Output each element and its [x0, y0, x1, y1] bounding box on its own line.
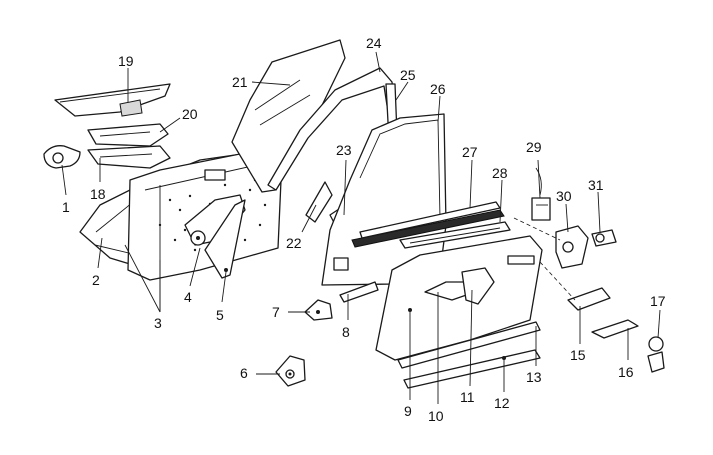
callout-22: 22 — [286, 235, 302, 251]
part-19-armrest — [54, 83, 171, 117]
callout-6: 6 — [240, 365, 248, 381]
callout-9: 9 — [404, 403, 412, 419]
callout-28: 28 — [492, 165, 508, 181]
callout-11: 11 — [460, 389, 475, 405]
callout-21: 21 — [232, 74, 248, 90]
callout-labels: 1 2 3 4 5 6 7 8 9 10 11 12 13 15 16 17 — [61, 35, 666, 424]
callout-4: 4 — [184, 289, 192, 305]
callout-29: 29 — [526, 139, 542, 155]
callout-16: 16 — [618, 364, 634, 380]
callout-5: 5 — [216, 307, 224, 323]
callout-19: 19 — [118, 53, 134, 69]
callout-7: 7 — [272, 304, 280, 320]
part-5-regulator-arm — [204, 199, 246, 279]
callout-30: 30 — [556, 188, 572, 204]
part-15-handle-mount — [567, 287, 611, 311]
callout-2: 2 — [92, 272, 100, 288]
callout-31: 31 — [588, 177, 604, 193]
callout-12: 12 — [494, 395, 510, 411]
callout-25: 25 — [400, 67, 416, 83]
callout-23: 23 — [336, 142, 352, 158]
callout-8: 8 — [342, 324, 350, 340]
part-28-belt-moulding — [399, 221, 511, 249]
callout-26: 26 — [430, 81, 446, 97]
part-7-hinge — [304, 299, 333, 321]
part-31-lock-cylinder — [591, 229, 617, 247]
callout-15: 15 — [570, 347, 586, 363]
part-6-striker — [275, 355, 306, 387]
part-27-weatherstrip — [351, 201, 505, 248]
callout-27: 27 — [462, 144, 478, 160]
callout-13: 13 — [526, 369, 542, 385]
part-21-door-glass — [231, 39, 346, 193]
part-29-lock-rod — [531, 167, 551, 221]
part-20-armrest-pad — [87, 123, 169, 147]
part-30-door-lock — [555, 225, 589, 269]
callout-10: 10 — [428, 408, 444, 424]
callout-20: 20 — [182, 106, 198, 122]
callout-1: 1 — [62, 199, 70, 215]
part-17-key-cylinder — [647, 336, 665, 373]
part-11-handle-cover — [461, 267, 495, 305]
part-1-pull-handle — [43, 145, 81, 169]
part-8-clip-strip — [339, 281, 379, 303]
part-16-outside-handle — [591, 319, 639, 339]
part-13-trim-strip — [397, 321, 541, 369]
part-4-window-regulator — [184, 194, 246, 246]
callout-24: 24 — [366, 35, 382, 51]
part-18-armrest-base — [87, 145, 171, 169]
callout-18: 18 — [90, 186, 106, 202]
callout-17: 17 — [650, 293, 666, 309]
callout-3: 3 — [154, 315, 162, 331]
